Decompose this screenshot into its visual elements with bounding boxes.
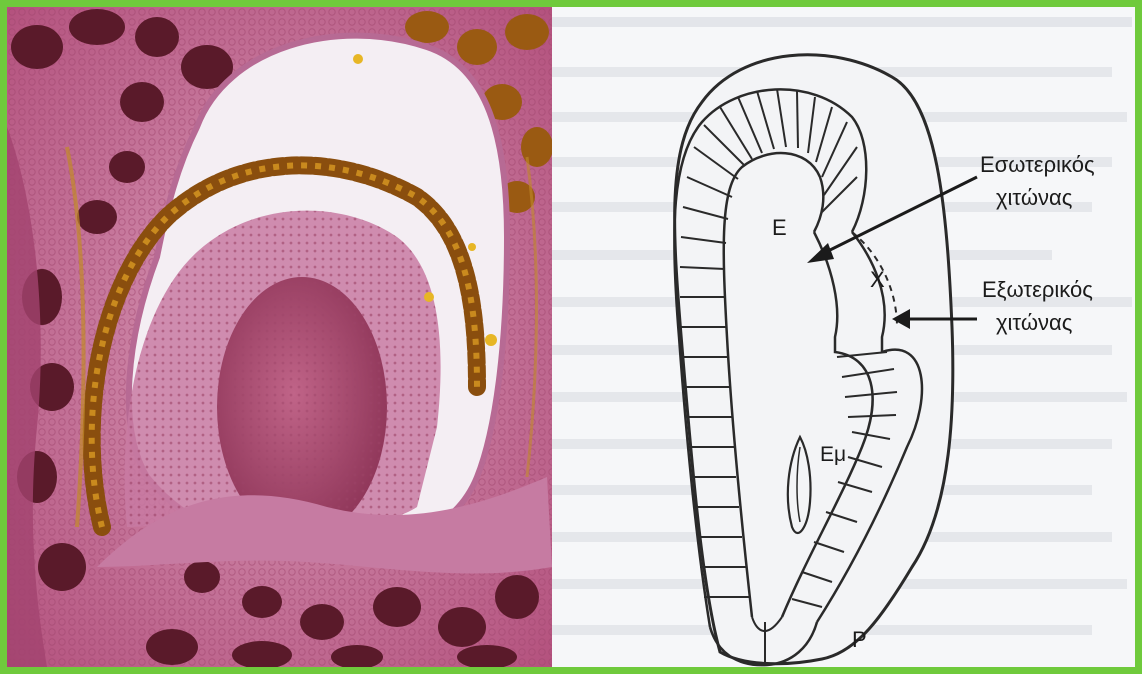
label-chalaza: X xyxy=(870,267,885,293)
label-embryo: Εμ xyxy=(820,442,846,468)
seed-schematic xyxy=(552,7,1135,667)
label-outer-integument-line1: Εξωτερικός xyxy=(982,277,1093,303)
label-outer-integument-line2: χιτώνας xyxy=(996,310,1072,336)
outer-integument-outline xyxy=(675,55,953,664)
label-inner-integument-line1: Εσωτερικός xyxy=(980,152,1095,178)
micrograph-panel xyxy=(7,7,552,667)
label-endosperm: E xyxy=(772,215,787,241)
label-inner-integument-line2: χιτώνας xyxy=(996,185,1072,211)
diagram-panel: E X Εμ P Εσωτερικός χιτώνας Εξωτερικός χ… xyxy=(552,7,1135,667)
ovule-section-micrograph xyxy=(7,7,552,667)
label-radicle: P xyxy=(852,627,867,653)
